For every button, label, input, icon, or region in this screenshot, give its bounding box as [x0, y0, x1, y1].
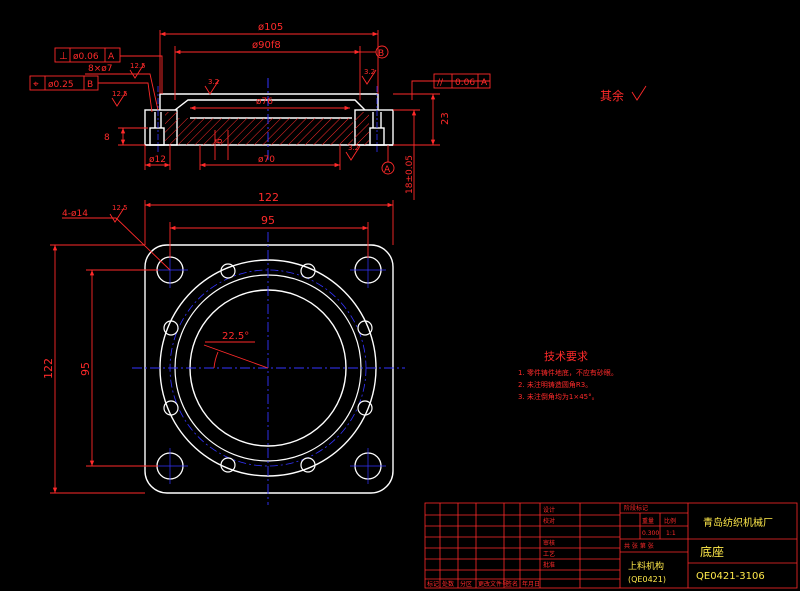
plan-view: 122 95 122 95 4-ø14 12.5 22.5° [42, 191, 405, 505]
plan-outline [144, 244, 394, 494]
role-review: 审核 [543, 539, 555, 547]
plan-holes-roughness: 12.5 [112, 204, 128, 212]
plan-dim-height: 122 [42, 358, 55, 379]
tol-frame-perpendicularity [54, 47, 121, 63]
title-block: 青岛纺织机械厂 底座 QE0421-3106 上料机构 (QE0421) 阶段标… [424, 502, 798, 589]
tol-pos-datum: B [87, 80, 93, 90]
roughness-value-2: 3.2 [208, 78, 219, 86]
dim-spigot-diameter: ø90f8 [252, 40, 281, 51]
header-change-doc: 更改文件号 [478, 580, 508, 588]
tol-par-datum: A [481, 78, 488, 88]
dim-counterbore: 8×ø7 [88, 64, 113, 74]
tech-requirement-2: 2. 未注明铸造圆角R3。 [518, 380, 592, 389]
dim-outer-diameter: ø105 [258, 22, 283, 33]
roughness-value-1: 12.5 [130, 62, 146, 70]
dim-inner-diameter: ø70 [258, 155, 275, 165]
tech-requirement-1: 1. 零件铸件地底，不应有砂眼。 [518, 368, 618, 377]
plan-holes-roughness-symbol [109, 207, 125, 223]
role-approve: 批准 [543, 561, 555, 569]
header-mark: 标记 [427, 580, 439, 588]
role-check: 校对 [543, 517, 555, 525]
datum-b-bubble [375, 45, 389, 59]
dim-total-height: 23 [440, 112, 451, 125]
plan-dim-width: 122 [258, 191, 279, 204]
drawing-number: QE0421-3106 [696, 571, 765, 582]
header-zone: 分区 [460, 580, 472, 588]
weight-label: 重量 [642, 517, 654, 525]
section-dimension-lines [85, 30, 490, 200]
tol-frame-position [29, 75, 99, 91]
role-process: 工艺 [543, 550, 555, 558]
roughness-symbols [111, 63, 647, 161]
tol-perp-datum: A [108, 52, 115, 62]
plan-holes-note: 4-ø14 [62, 209, 88, 219]
plan-angle: 22.5° [222, 331, 249, 342]
section-view: ø105 ø90f8 ø76 ø70 ø12 8×ø7 8 6 23 18±0.… [29, 22, 647, 200]
section-hatching [165, 112, 369, 145]
datum-a-bubble [381, 161, 395, 175]
plan-dim-pitch-x: 95 [261, 214, 275, 227]
header-signature: 签名 [506, 580, 518, 588]
stage-label: 阶段标记 [624, 504, 648, 512]
tol-par-symbol: // [437, 78, 444, 88]
dim-depth: 8 [104, 133, 110, 143]
scale-value: 1:1 [666, 530, 676, 537]
tol-par-value: 0.06 [455, 78, 475, 88]
part-name: 底座 [700, 544, 724, 559]
tech-requirements-title: 技术要求 [544, 350, 588, 363]
header-date: 年月日 [522, 580, 540, 588]
tol-perp-symbol: ⊥ [59, 51, 68, 62]
scale-label: 比例 [664, 517, 676, 525]
datum-a-label: A [384, 165, 391, 175]
tech-requirement-3: 3. 未注倒角均为1×45°。 [518, 392, 599, 401]
datum-b-label: B [378, 49, 384, 59]
roughness-value-4: 3.2 [364, 68, 375, 76]
title-block-grid [424, 502, 798, 589]
rest-roughness-label: 其余 [600, 88, 624, 103]
tol-perp-value: ø0.06 [73, 52, 99, 62]
role-design: 设计 [543, 506, 555, 514]
tol-frame-parallelism [433, 73, 491, 89]
dim-small-step: 6 [215, 138, 225, 144]
assembly-name: 上料机构 [628, 560, 664, 572]
tol-pos-symbol: ⌖ [33, 79, 39, 90]
company-name: 青岛纺织机械厂 [703, 516, 773, 529]
dim-base-thickness: 18±0.05 [405, 155, 415, 194]
plan-bolt-holes [163, 263, 373, 473]
plan-dimension-lines [50, 200, 394, 494]
roughness-value-3: 12.5 [112, 90, 128, 98]
dim-hole-diameter: ø12 [149, 155, 166, 165]
tol-pos-value: ø0.25 [48, 80, 74, 90]
roughness-value-5: 3.2 [348, 144, 359, 152]
plan-dim-pitch-y: 95 [79, 362, 92, 376]
sheet-info: 共 张 第 张 [624, 542, 654, 550]
tech-requirements: 技术要求 1. 零件铸件地底，不应有砂眼。 2. 未注明铸造圆角R3。 3. 未… [518, 350, 618, 401]
weight-value: 0.300 [642, 530, 659, 537]
assembly-number: (QE0421) [628, 575, 666, 584]
header-count: 处数 [442, 580, 454, 588]
dim-bore-diameter: ø76 [256, 97, 273, 107]
